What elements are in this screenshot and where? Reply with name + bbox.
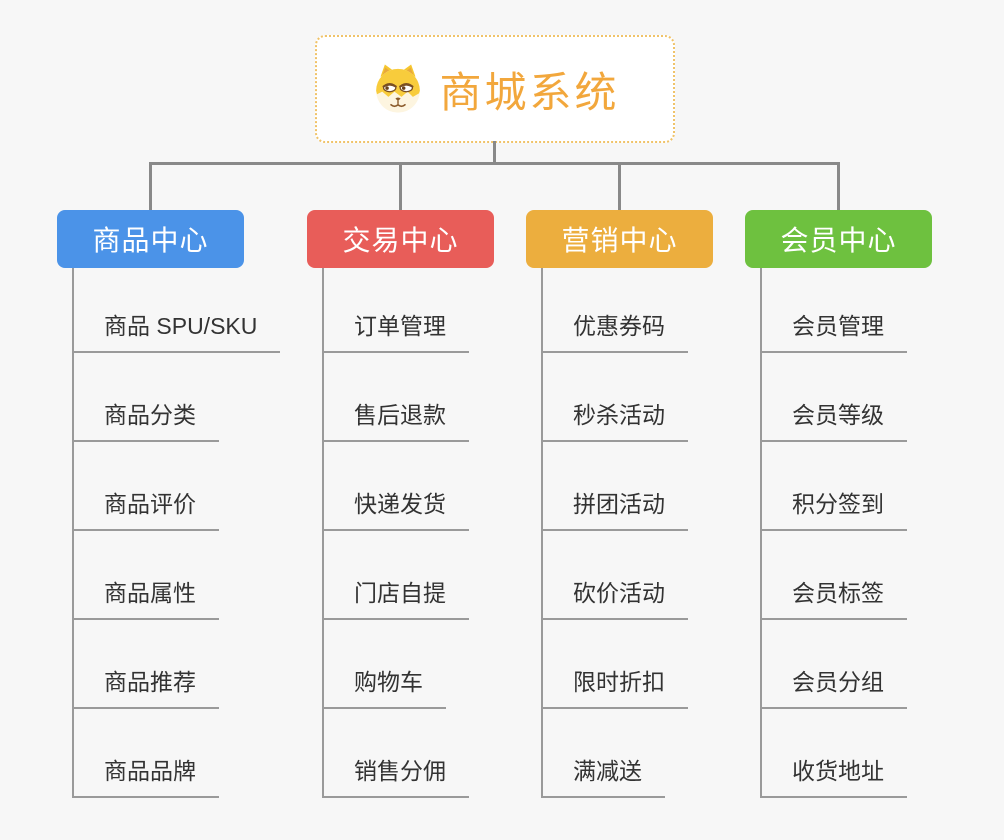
branch-trunk-line (322, 268, 324, 798)
branch-header-member-center[interactable]: 会员中心 (745, 210, 932, 268)
leaf-item[interactable]: 积分签到 (760, 488, 907, 531)
leaf-item[interactable]: 商品品牌 (72, 755, 219, 798)
leaf-item[interactable]: 收货地址 (760, 755, 907, 798)
leaf-item[interactable]: 销售分佣 (322, 755, 469, 798)
connector-drop-trade (399, 164, 402, 210)
leaf-item[interactable]: 满减送 (541, 755, 665, 798)
leaf-item[interactable]: 会员等级 (760, 399, 907, 442)
leaf-item[interactable]: 商品 SPU/SKU (72, 310, 281, 353)
root-node-mall-system[interactable]: 商城系统 (315, 35, 675, 143)
branch-trunk-line (760, 268, 762, 798)
branch-trunk-line (541, 268, 543, 798)
leaf-item[interactable]: 商品评价 (72, 488, 219, 531)
branch-header-product-center[interactable]: 商品中心 (57, 210, 244, 268)
leaf-item[interactable]: 门店自提 (322, 577, 469, 620)
leaf-item[interactable]: 商品属性 (72, 577, 219, 620)
leaf-item[interactable]: 商品推荐 (72, 666, 219, 709)
branch-marketing-center: 营销中心 优惠券码 秒杀活动 拼团活动 砍价活动 限时折扣 满减送 (526, 210, 713, 798)
leaf-item[interactable]: 售后退款 (322, 399, 469, 442)
branch-trunk-line (72, 268, 74, 798)
connector-drop-member (837, 164, 840, 210)
branch-product-center: 商品中心 商品 SPU/SKU 商品分类 商品评价 商品属性 商品推荐 商品品牌 (57, 210, 281, 798)
branch-trade-center: 交易中心 订单管理 售后退款 快递发货 门店自提 购物车 销售分佣 (307, 210, 494, 798)
leaf-item[interactable]: 会员分组 (760, 666, 907, 709)
root-title: 商城系统 (439, 68, 620, 116)
leaf-item[interactable]: 订单管理 (322, 310, 469, 353)
leaf-item[interactable]: 会员标签 (760, 577, 907, 620)
leaf-item[interactable]: 砍价活动 (541, 577, 688, 620)
leaf-item[interactable]: 会员管理 (760, 310, 907, 353)
connector-drop-product (149, 164, 152, 210)
dog-icon (376, 64, 421, 113)
leaf-item[interactable]: 优惠券码 (541, 310, 688, 353)
branch-header-trade-center[interactable]: 交易中心 (307, 210, 494, 268)
leaf-item[interactable]: 购物车 (322, 666, 446, 709)
branch-member-center: 会员中心 会员管理 会员等级 积分签到 会员标签 会员分组 收货地址 (745, 210, 932, 798)
connector-rail (149, 162, 840, 165)
leaf-item[interactable]: 商品分类 (72, 399, 219, 442)
leaf-item[interactable]: 拼团活动 (541, 488, 688, 531)
leaf-item[interactable]: 秒杀活动 (541, 399, 688, 442)
leaf-item[interactable]: 限时折扣 (541, 666, 688, 709)
connector-root-stem (493, 141, 496, 164)
branch-header-marketing-center[interactable]: 营销中心 (526, 210, 713, 268)
connector-drop-marketing (618, 164, 621, 210)
leaf-item[interactable]: 快递发货 (322, 488, 469, 531)
